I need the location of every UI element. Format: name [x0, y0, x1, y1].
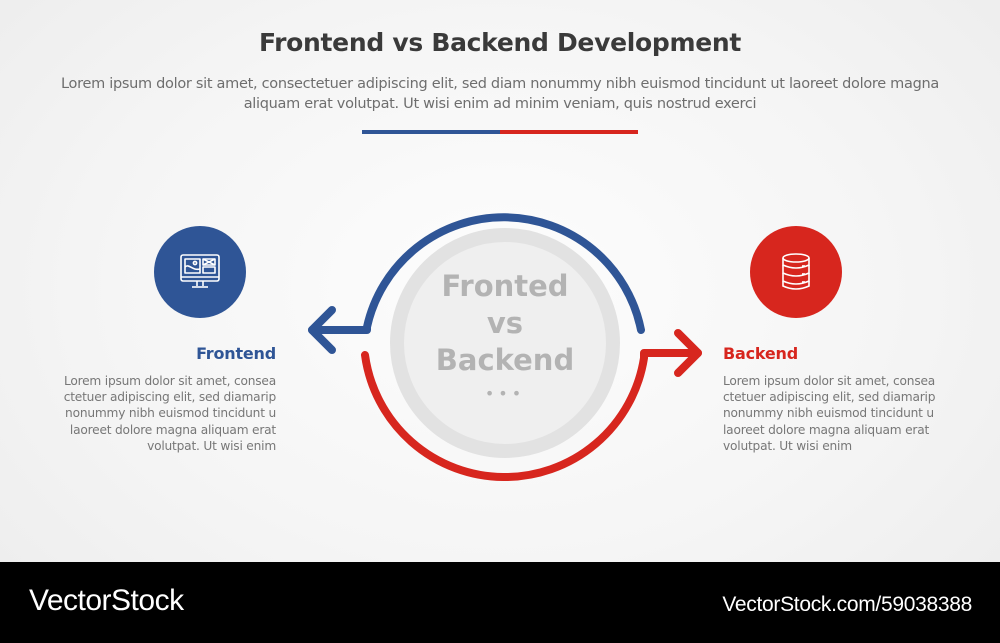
center-label-line3: Backend — [435, 343, 575, 377]
backend-description: Lorem ipsum dolor sit amet, consea ctetu… — [723, 374, 936, 453]
page-title: Frontend vs Backend Development — [258, 28, 742, 57]
center-label-line2: vs — [486, 306, 524, 340]
image-url: VectorStock.com/59038388 — [722, 593, 972, 616]
backend-arrow — [361, 329, 702, 482]
center-circle — [390, 228, 620, 458]
frontend-arrow — [308, 213, 645, 354]
monitor-dashboard-icon — [180, 254, 220, 288]
backend-icon-circle — [750, 226, 842, 318]
center-label: Fronted vs Backend — [405, 268, 605, 379]
divider-red-segment — [500, 130, 638, 134]
watermark-footer: VectorStock VectorStock.com/59038388 — [0, 562, 1000, 643]
ellipsis-dots: ••• — [484, 384, 526, 403]
frontend-title: Frontend — [196, 344, 276, 363]
divider-blue-segment — [362, 130, 500, 134]
database-server-icon — [782, 253, 810, 290]
frontend-description: Lorem ipsum dolor sit amet, consea ctetu… — [63, 374, 276, 453]
title-divider — [362, 130, 638, 134]
brand-logo: VectorStock — [29, 584, 184, 617]
frontend-icon-circle — [154, 226, 246, 318]
page-subtitle: Lorem ipsum dolor sit amet, consectetuer… — [61, 76, 939, 112]
backend-title: Backend — [723, 344, 798, 363]
center-label-line1: Fronted — [441, 269, 569, 303]
